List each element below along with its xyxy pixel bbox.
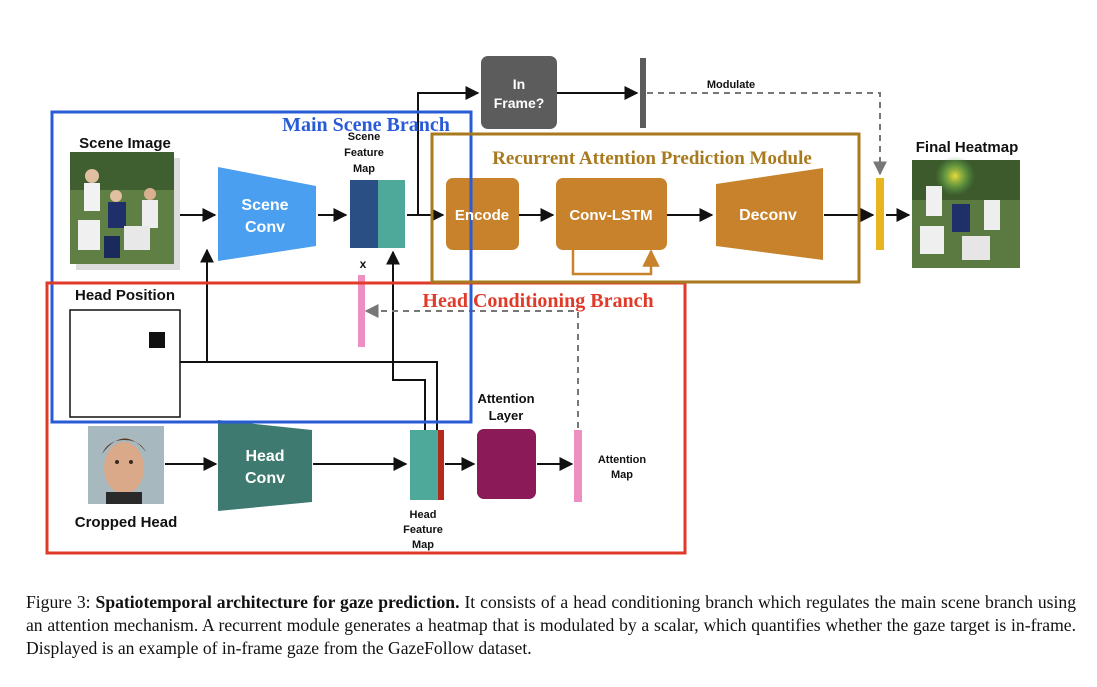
final-heatmap-image [912, 156, 1020, 268]
head-conv-label-1: Head [245, 448, 284, 465]
attention-layer-block [477, 429, 536, 499]
head-location-marker [149, 332, 165, 348]
encode-label: Encode [455, 207, 509, 224]
encode-block [446, 178, 519, 250]
scene-feature-map-label-3: Map [353, 163, 375, 175]
conv-lstm-label: Conv-LSTM [569, 207, 652, 224]
attention-map-label-1: Attention [598, 454, 647, 466]
deconv-label: Deconv [739, 207, 797, 224]
main-scene-branch-box [50, 110, 473, 424]
attention-layer-label-2: Layer [489, 408, 524, 423]
attention-map-bar-scene [358, 275, 365, 347]
in-frame-score-bar [640, 58, 646, 128]
head-cond-branch-title: Head Conditioning Branch [422, 290, 653, 312]
final-heatmap-label: Final Heatmap [916, 139, 1019, 156]
scene-feature-map-label-1: Scene [348, 131, 380, 143]
modulate-label: Modulate [707, 79, 755, 91]
caption-title: Spatiotemporal architecture for gaze pre… [95, 592, 460, 612]
head-position-label: Head Position [75, 287, 175, 304]
multiply-symbol: x [360, 257, 367, 271]
scene-image [70, 152, 180, 270]
scene-conv-label-1: Scene [241, 197, 288, 214]
recurrent-module-title: Recurrent Attention Prediction Module [492, 148, 812, 169]
head-conv-label-2: Conv [245, 470, 285, 487]
lstm-recurrent-loop [571, 249, 660, 276]
scene-image-label: Scene Image [79, 135, 171, 152]
attention-map-label-2: Map [611, 469, 633, 481]
in-frame-block [481, 56, 557, 129]
head-position-map [69, 309, 181, 418]
head-feature-map-label-1: Head [410, 509, 437, 521]
head-feature-map [410, 430, 444, 500]
recurrent-module-box [430, 132, 861, 284]
figure-caption: Figure 3: Spatiotemporal architecture fo… [26, 591, 1076, 660]
head-feature-map-label-2: Feature [403, 524, 443, 536]
cropped-head-image [88, 426, 164, 504]
caption-prefix: Figure 3: [26, 592, 96, 612]
head-feature-map-label-3: Map [412, 539, 434, 551]
main-scene-branch-title: Main Scene Branch [282, 114, 450, 136]
conv-lstm-block [556, 178, 667, 250]
head-conv-block [218, 420, 312, 511]
scene-feature-map [350, 180, 405, 248]
architecture-diagram: Scene Image Head Position Cropped Head F… [45, 56, 1020, 555]
deconv-block [716, 168, 823, 260]
caption-body: It consists of a head conditioning branc… [26, 592, 1077, 658]
head-cond-branch-box [45, 281, 687, 555]
in-frame-label-1: In [513, 76, 525, 92]
scene-conv-label-2: Conv [245, 219, 285, 236]
scene-feature-map-label-2: Feature [344, 147, 384, 159]
in-frame-label-2: Frame? [494, 95, 545, 111]
scene-conv-block [218, 167, 316, 261]
heatmap-output-bar [876, 178, 884, 250]
attention-map-bar [574, 430, 582, 502]
cropped-head-label: Cropped Head [75, 514, 178, 531]
attention-layer-label-1: Attention [477, 391, 534, 406]
